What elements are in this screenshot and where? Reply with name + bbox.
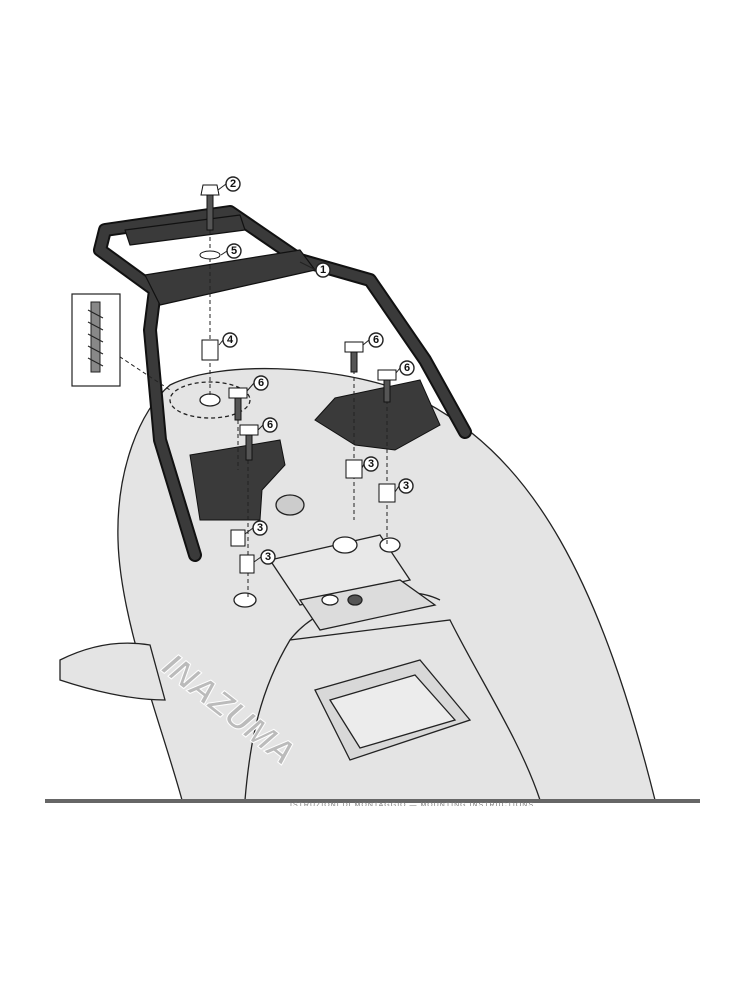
hardware (199, 184, 397, 574)
leader-line (299, 261, 317, 271)
callout-number: 6 (258, 377, 264, 389)
callout-3-spacer: 3 (394, 478, 414, 494)
leader-line (217, 183, 227, 191)
callout-3-spacer: 3 (361, 456, 379, 472)
luggage-rack (93, 205, 472, 562)
callout-number: 6 (404, 362, 410, 374)
callout-number: 3 (403, 480, 409, 492)
leader-line (362, 339, 370, 346)
callout-6-bolt: 6 (257, 417, 278, 433)
leader-line (257, 424, 264, 431)
callout-number: 6 (373, 334, 379, 346)
callout-number: 4 (227, 334, 234, 346)
assembly-axes (101, 230, 388, 600)
callout-3-spacer: 3 (253, 549, 276, 565)
callout-6-bolt: 6 (246, 375, 269, 392)
leader-line (246, 382, 255, 392)
callout-2-bolt: 2 (217, 176, 241, 192)
callout-number: 2 (230, 178, 236, 190)
callout-1-rack: 1 (299, 261, 331, 278)
detail-inset (71, 293, 121, 387)
leader-line (394, 485, 400, 493)
leader-line (395, 367, 401, 374)
leader-line (244, 527, 254, 535)
side-brackets (189, 379, 441, 521)
leader-line (220, 250, 228, 256)
callout-number: 6 (267, 419, 273, 431)
callout-number: 3 (265, 551, 271, 563)
callout-number: 1 (320, 264, 326, 276)
callout-number: 3 (257, 522, 263, 534)
callout-number: 5 (231, 245, 237, 257)
footer-instructions-text: ISTRUZIONI DI MONTAGGIO — MOUNTING INSTR… (290, 802, 535, 806)
callout-6-bolt: 6 (362, 332, 384, 348)
callout-5-washer: 5 (220, 243, 242, 259)
leader-line (253, 556, 262, 563)
callout-4-spacer: 4 (218, 332, 238, 348)
leader-line (218, 339, 224, 346)
callout-number: 3 (368, 458, 374, 470)
callout-6-bolt: 6 (395, 360, 415, 376)
callout-3-spacer: 3 (244, 520, 268, 536)
